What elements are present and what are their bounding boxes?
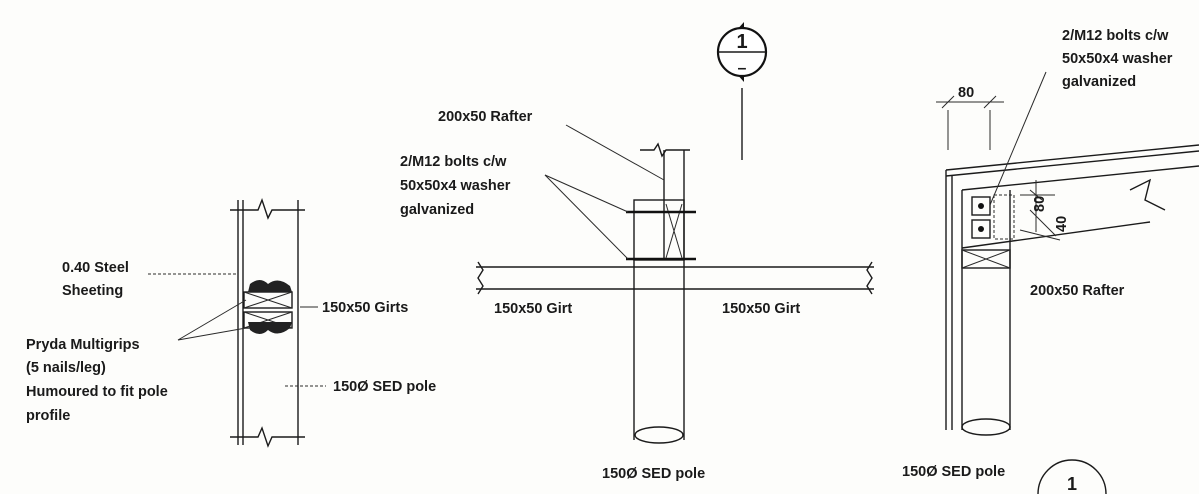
- left-detail: 0.40 Steel Sheeting 150x50 Girts Pryda M…: [26, 197, 436, 448]
- rafter-break: [1129, 178, 1166, 211]
- girt-left-label: 150x50 Girt: [494, 301, 572, 317]
- right-rafter-label: 200x50 Rafter: [1030, 283, 1125, 299]
- dim-top-label: 80: [958, 85, 974, 101]
- rafter-block: [633, 199, 685, 261]
- left-pole-label: 150Ø SED pole: [333, 379, 436, 395]
- middle-bolts-label-1: 2/M12 bolts c/w: [400, 154, 507, 170]
- middle-pole-label: 150Ø SED pole: [602, 466, 705, 482]
- right-bolts-label-1: 2/M12 bolts c/w: [1062, 28, 1169, 44]
- rafter-label: 200x50 Rafter: [438, 109, 533, 125]
- leader-multigrips-1: [177, 299, 247, 341]
- multigrips-label-4: profile: [26, 408, 70, 424]
- rafter-top-edge: [961, 165, 1199, 191]
- girts-label: 150x50 Girts: [322, 300, 408, 316]
- multigrips-label-2: (5 nails/leg): [26, 360, 106, 376]
- roof-line-2: [945, 150, 1199, 177]
- section-marker-number: 1: [736, 31, 747, 53]
- middle-detail: 200x50 Rafter 2/M12 bolts c/w 50x50x4 wa…: [400, 109, 874, 482]
- girt-break-right: [866, 261, 873, 295]
- middle-bolts-label-3: galvanized: [400, 202, 474, 218]
- roof-line-top: [945, 144, 1199, 171]
- left-break-bottom: [230, 426, 305, 448]
- corner-marker-arc: [1037, 459, 1107, 494]
- leader-bolts-1: [544, 174, 629, 213]
- right-pole-label: 150Ø SED pole: [902, 464, 1005, 480]
- bolt-box-upper: [971, 196, 991, 216]
- right-bolts-label-3: galvanized: [1062, 74, 1136, 90]
- section-marker-sub: –: [738, 60, 747, 77]
- right-detail: 2/M12 bolts c/w 50x50x4 washer galvanize…: [902, 28, 1199, 480]
- corner-marker: 1: [1037, 459, 1107, 494]
- rafter-bottom-edge: [961, 221, 1151, 249]
- right-girt-block: [961, 249, 1011, 269]
- girt-right-label: 150x50 Girt: [722, 301, 800, 317]
- multigrip-bottom: [248, 322, 292, 334]
- corner-marker-number: 1: [1067, 474, 1077, 494]
- multigrips-label-3: Humoured to fit pole: [26, 384, 168, 400]
- middle-pole-end: [634, 426, 684, 444]
- leader-bolts-2: [544, 174, 629, 260]
- section-marker: 1 –: [716, 22, 768, 160]
- right-bolts-label-2: 50x50x4 washer: [1062, 51, 1173, 67]
- right-pole-end: [961, 418, 1011, 436]
- left-break-top: [230, 197, 305, 220]
- middle-bolts-label-2: 50x50x4 washer: [400, 178, 511, 194]
- girt-break-left: [477, 261, 484, 295]
- leader-multigrips-2: [177, 327, 247, 341]
- multigrip-top: [248, 280, 292, 292]
- washer-dashed: [993, 194, 1015, 240]
- bolt-box-lower: [971, 219, 991, 239]
- dim-small-label: 40: [1054, 216, 1070, 232]
- leader-right-bolts: [989, 71, 1047, 206]
- steel-sheeting-label-1: 0.40 Steel: [62, 260, 129, 276]
- rafter-break: [640, 142, 690, 158]
- multigrips-label-1: Pryda Multigrips: [26, 337, 140, 353]
- steel-sheeting-label-2: Sheeting: [62, 283, 123, 299]
- leader-rafter: [565, 124, 665, 181]
- dim-line-small: [1029, 209, 1057, 237]
- dim-side-label: 80: [1032, 196, 1048, 212]
